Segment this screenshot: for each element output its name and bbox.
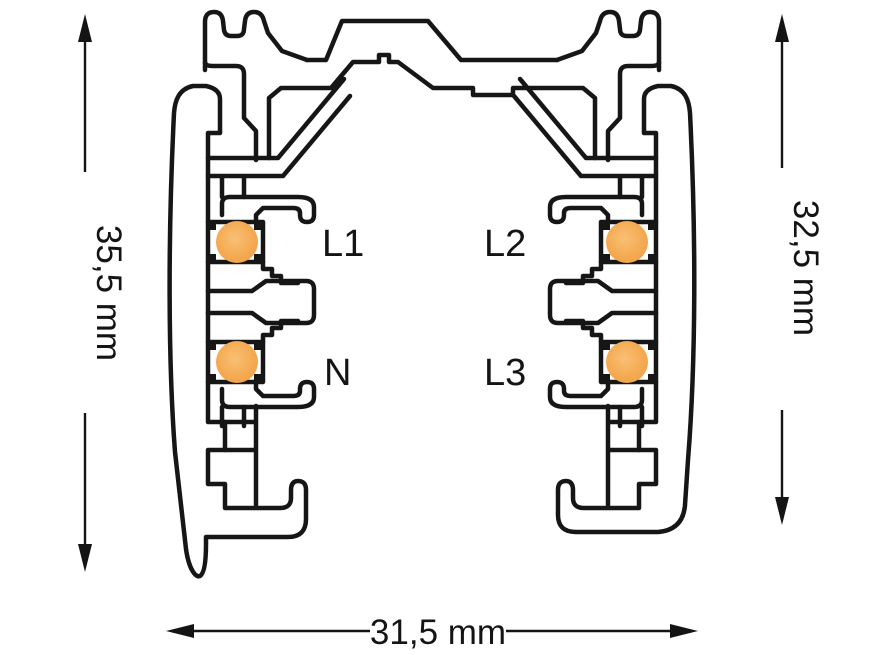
arrow-left-icon	[166, 624, 194, 638]
conductor-n	[216, 341, 258, 383]
left-wall	[167, 83, 309, 579]
top-inner-contour	[266, 52, 598, 161]
dimension-right-height: 32,5 mm	[775, 14, 825, 525]
conductor-l2	[606, 221, 648, 263]
right-lower-connector	[608, 406, 639, 505]
left-mid-web	[208, 281, 314, 323]
top-deck	[304, 18, 560, 63]
dimension-bottom-width: 31,5 mm	[166, 613, 698, 652]
right-wall	[555, 83, 697, 535]
label-n: N	[324, 352, 351, 394]
label-l2: L2	[484, 223, 526, 265]
arrow-down-icon	[78, 544, 92, 572]
dimension-left-height: 35,5 mm	[78, 14, 128, 572]
conductors	[216, 221, 648, 383]
dimension-right-label: 32,5 mm	[786, 200, 825, 336]
left-lower-connector	[225, 406, 256, 505]
arrow-up-icon	[775, 14, 789, 42]
arrow-up-icon	[78, 14, 92, 42]
right-mid-web	[550, 281, 656, 323]
conductor-labels: L1 L2 N L3	[322, 223, 526, 394]
arrow-right-icon	[670, 624, 698, 638]
conductor-l3	[606, 341, 648, 383]
dimension-bottom-label: 31,5 mm	[370, 613, 506, 652]
right-strut	[514, 79, 656, 176]
label-l3: L3	[484, 352, 526, 394]
conductor-l1	[216, 221, 258, 263]
left-strut	[208, 79, 350, 176]
profile-outline	[167, 12, 697, 579]
arrow-down-icon	[775, 497, 789, 525]
label-l1: L1	[322, 223, 364, 265]
dimension-left-label: 35,5 mm	[89, 225, 128, 361]
